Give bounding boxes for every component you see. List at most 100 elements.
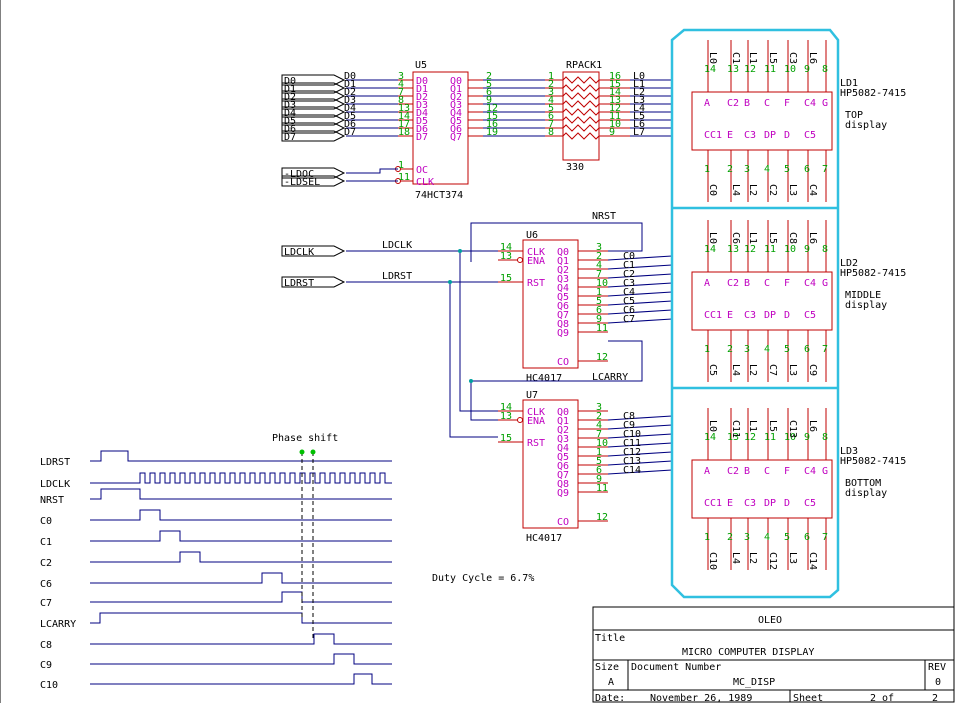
u7pins-in-num: 15 [500,433,512,444]
timing-signal-label: NRST [40,495,64,506]
port-label: D3 [284,100,296,111]
u6pins-in-name: CLK [527,247,545,258]
timing-signal-label: LDRST [40,457,70,468]
display-top-net: C3 [787,52,798,64]
display-seg-top: A [704,278,710,289]
u5-part: 74HCT374 [415,190,463,201]
u6pins-out-name: Q0 [557,247,569,258]
u6pins-net-label: C7 [623,314,635,325]
display-seg-top: G [822,466,828,477]
u7pins-out-name: Q4 [557,443,569,454]
u6pins-out-num: 3 [596,242,602,253]
timing-waveform [90,633,392,645]
display-bottom-pin-num: 3 [744,164,750,175]
display-bottom-net: C4 [807,184,818,196]
rpack-left-num: 8 [548,127,554,138]
display-seg-bottom: E [727,310,733,321]
display-bottom-net: L4 [730,184,741,196]
u6pins-out-num: 4 [596,260,602,271]
u7pins-in-name: RST [527,438,545,449]
display-bottom-pin-num: 2 [727,164,733,175]
display-top-pin-num: 14 [704,432,716,443]
nrst-net-label: NRST [592,211,616,222]
rpack-value: 330 [566,162,584,173]
display-top-net: C6 [730,232,741,244]
display-top-pin-num: 11 [764,244,776,255]
u6pins-out-name: Q8 [557,319,569,330]
timing-waveform [90,488,392,500]
timing-signal-label: C8 [40,640,52,651]
u5-output-pin-num: 2 [486,71,492,82]
u5-output-pin-num: 16 [486,119,498,130]
u7pins-out-num: 11 [596,483,608,494]
phase-dot-1 [299,449,305,455]
display-bottom-net: L2 [747,552,758,564]
display-bottom-pin-num: 2 [727,532,733,543]
u5-input-name: D4 [416,108,428,119]
u5-input-pin-num: 8 [398,95,404,106]
u7pins-out-num: 9 [596,474,602,485]
u5-input-name: D0 [416,76,428,87]
display-seg-bottom: C5 [804,498,816,509]
rpack-right-num: 16 [609,71,621,82]
u7pins-out-name: Q7 [557,470,569,481]
display-top-net: C11 [730,420,741,438]
u6pins-out-num: 12 [596,352,608,363]
display-bottom-pin-num: 7 [822,532,828,543]
u6pins-net-label: C1 [623,260,635,271]
rpack-resistor [562,124,600,132]
u6pins-out-num: 11 [596,323,608,334]
port-flag [281,245,346,257]
rpack-resistor [562,92,600,100]
display-seg-top: C4 [804,278,816,289]
port-label: -LDOC [284,169,314,180]
display-seg-bottom: D [784,498,790,509]
u6pins-out-name: Q2 [557,265,569,276]
rpack-net: L7 [633,127,645,138]
display-seg-bottom: DP [764,498,776,509]
rpack-right-num: 11 [609,111,621,122]
u5-output-name: Q1 [450,84,462,95]
u6pins-out-name: Q7 [557,310,569,321]
u6pins-in-num: 14 [500,242,512,253]
display-bottom-pin-num: 3 [744,344,750,355]
phase-shift-label: Phase shift [272,433,338,444]
timing-waveform [90,653,392,665]
lcarry-net-label: LCARRY [592,372,628,383]
rpack-net: L3 [633,95,645,106]
display-top-net: L6 [807,52,818,64]
u5-input-net: D0 [344,71,356,82]
u5-output-name: Q4 [450,108,462,119]
display-seg-top: A [704,98,710,109]
u6pins-out-name: Q4 [557,283,569,294]
display-top-pin-num: 9 [804,64,810,75]
u6pins-net-label: C2 [623,269,635,280]
display-top-pin-num: 11 [764,64,776,75]
display-seg-bottom: D [784,310,790,321]
rpack-resistor [562,100,600,108]
port-label: D6 [284,124,296,135]
display-seg-top: C [764,278,770,289]
display-label2: display [845,488,887,499]
rpack-resistor [562,76,600,84]
u6pins-net-label: C5 [623,296,635,307]
display-top-net: L5 [767,52,778,64]
u6pins-net-wire [607,309,673,315]
u7pins-net-wire [607,460,673,466]
rpack-net: L6 [633,119,645,130]
port-label: D0 [284,76,296,87]
u7pins-net-label: C8 [623,411,635,422]
timing-signal-label: C7 [40,598,52,609]
display-ref: LD3 [840,446,858,457]
display-bottom-pin-num: 1 [704,532,710,543]
u6pins-in-name: ENA [527,256,545,267]
u7pins-in-name: ENA [527,416,545,427]
u6pins-out-num: 5 [596,296,602,307]
display-top-pin-num: 8 [822,64,828,75]
